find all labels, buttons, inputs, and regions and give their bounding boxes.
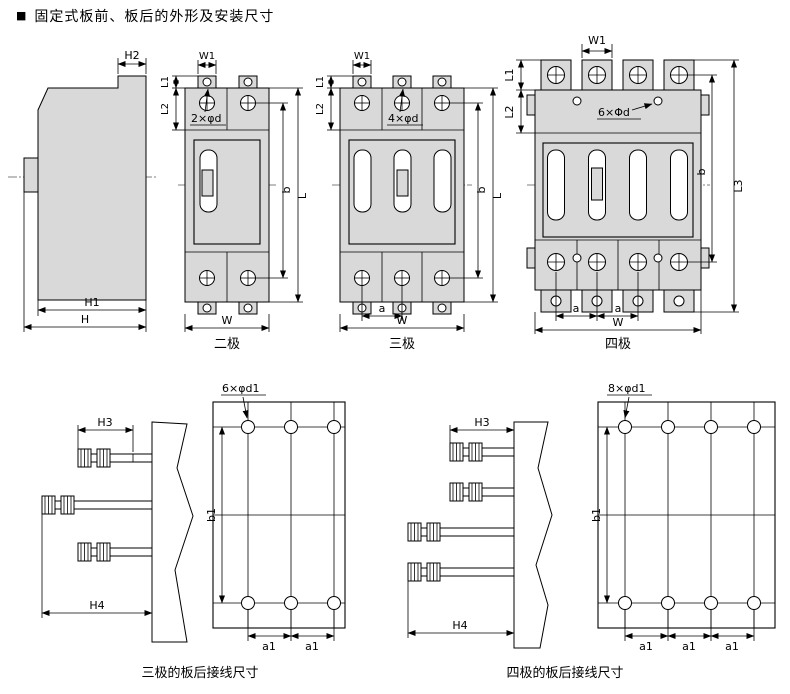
pole4-front-view: W1 L1 L2 6×Φd b L3 xyxy=(503,34,745,352)
dim-label-a: a xyxy=(615,302,622,315)
dim-label-h: H xyxy=(81,313,89,326)
dim-label-b: b xyxy=(695,168,708,175)
rear3-side-view: H3 H4 xyxy=(41,416,194,643)
dim-label-h3: H3 xyxy=(97,416,112,429)
page-title: ■ 固定式板前、板后的外形及安装尺寸 xyxy=(16,6,274,26)
dim-label-a1: a1 xyxy=(305,640,319,653)
dim-label-w: W xyxy=(222,314,233,327)
dim-label-b1: b1 xyxy=(590,508,603,522)
dim-label-l2: L2 xyxy=(315,103,326,115)
dim-label-w: W xyxy=(397,314,408,327)
dim-label-l1: L1 xyxy=(160,76,171,88)
dim-label-l: L xyxy=(296,192,309,199)
caption-pole3: 三极 xyxy=(389,337,415,352)
hole-note-rear4: 8×φd1 xyxy=(608,382,645,395)
dim-label-b: b xyxy=(475,186,488,193)
rear3-drill-pattern: 6×φd1 b1 a1 a1 xyxy=(205,382,346,653)
dim-label-h3: H3 xyxy=(474,416,489,429)
mounting-panel xyxy=(513,421,553,649)
dim-label-h4: H4 xyxy=(89,599,104,612)
bullet-icon: ■ xyxy=(16,9,28,22)
pole2-front-view: W1 L1 L2 2×φd b L W xyxy=(160,51,309,352)
dim-label-w: W xyxy=(613,316,624,329)
dim-label-h4: H4 xyxy=(452,619,467,632)
toggle-handle xyxy=(201,169,214,197)
dim-label-a1: a1 xyxy=(639,640,653,653)
dim-label-b: b xyxy=(280,186,293,193)
dim-label-w1: W1 xyxy=(199,51,215,62)
dim-label-l2: L2 xyxy=(160,103,171,115)
dim-label-a1: a1 xyxy=(725,640,739,653)
caption-rear4: 四极的板后接线尺寸 xyxy=(506,665,623,681)
dim-label-l1: L1 xyxy=(503,68,516,81)
pole3-front-view: W1 L1 L2 4×φd b L a xyxy=(315,51,504,352)
toggle-handle xyxy=(591,167,603,201)
dim-label-l3: L3 xyxy=(732,179,745,192)
dim-label-h2: H2 xyxy=(124,49,139,62)
rear4-side-view: H3 H4 xyxy=(407,416,553,649)
dim-label-l2: L2 xyxy=(503,105,516,118)
dim-label-w1: W1 xyxy=(588,34,606,47)
caption-rear3: 三极的板后接线尺寸 xyxy=(141,665,258,681)
caption-pole4: 四极 xyxy=(605,337,631,352)
hole-note-rear3: 6×φd1 xyxy=(222,382,259,395)
dim-label-a: a xyxy=(379,302,386,315)
rear4-drill-pattern: 8×φd1 b1 a1 a1 a1 xyxy=(590,382,776,653)
dim-label-a1: a1 xyxy=(682,640,696,653)
breaker-side-view: H2 H1 H xyxy=(8,49,158,332)
mounting-panel xyxy=(151,421,194,643)
page-title-text: 固定式板前、板后的外形及安装尺寸 xyxy=(34,9,275,25)
caption-pole2: 二极 xyxy=(214,337,240,352)
toggle-handle xyxy=(396,169,409,197)
dim-label-b1: b1 xyxy=(205,508,218,522)
dim-label-l1: L1 xyxy=(315,76,326,88)
hole-note-pole3: 4×φd xyxy=(388,112,418,125)
dim-label-a: a xyxy=(573,302,580,315)
hole-note-pole2: 2×φd xyxy=(191,112,221,125)
toggle-handle-side xyxy=(23,157,39,193)
hole-note-pole4: 6×Φd xyxy=(598,106,630,119)
dim-label-l: L xyxy=(491,192,504,199)
dim-label-w1: W1 xyxy=(354,51,370,62)
dim-label-h1: H1 xyxy=(84,296,99,309)
dim-label-a1: a1 xyxy=(262,640,276,653)
